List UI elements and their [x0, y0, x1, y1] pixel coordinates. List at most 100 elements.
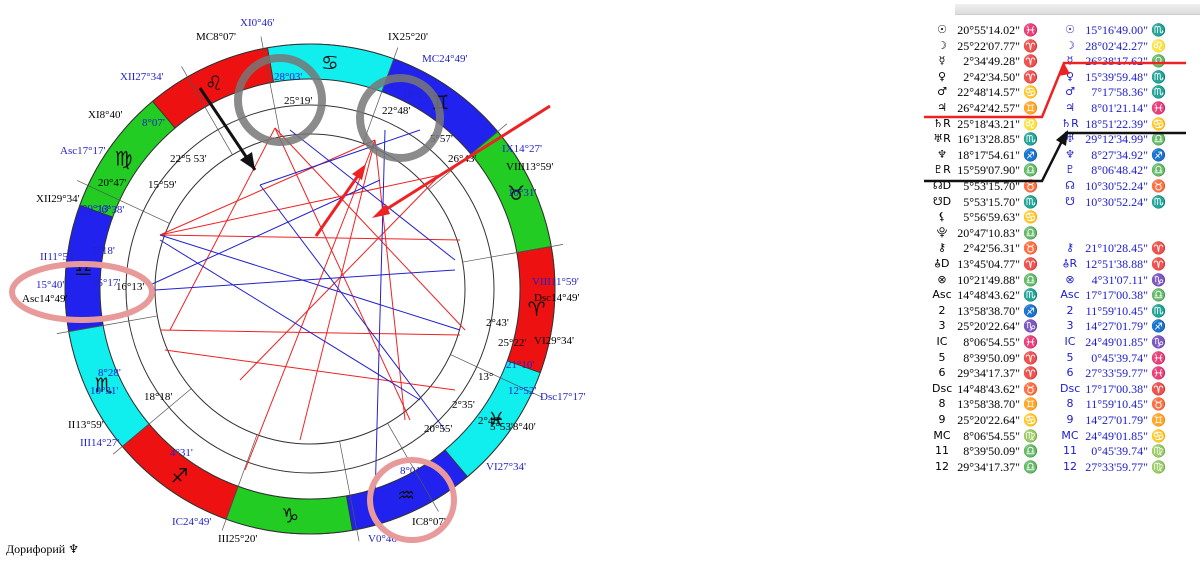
house-cusp-label: Dsc17°17'	[540, 391, 586, 403]
position-value: 11°59'10.45" ♉	[1085, 397, 1166, 412]
house-cusp-label: II13°59'	[68, 419, 104, 431]
aspect-line	[159, 234, 461, 331]
position-value: 2°34'49.28" ♈	[963, 54, 1038, 69]
house-cusp-label: IX25°20'	[388, 31, 428, 43]
position-value: 25°18'43.21" ♌	[957, 116, 1038, 131]
body-symbol: ♅	[1065, 132, 1075, 146]
body-symbol: ⚷	[1065, 241, 1075, 255]
position-value: 5°56'59.63" ♋	[963, 210, 1038, 225]
position-value: 29°34'17.37" ♎	[957, 459, 1038, 474]
house-cusp-label: 5°53'8°40'	[490, 421, 536, 433]
house-cusp-label: XII27°34'	[120, 71, 164, 83]
positions-tables: ☉20°55'14.02" ♓☽25°22'07.77" ♈☿2°34'49.2…	[924, 22, 1194, 492]
planet-position-label: 15°40'	[36, 279, 64, 291]
planet-position-label: 8°07'	[142, 117, 165, 129]
planet-position-label: 8°01'	[400, 465, 423, 477]
body-symbol: ♀	[1065, 69, 1075, 83]
position-value: 24°49'01.85" ♑	[1085, 335, 1166, 349]
aspect-line	[154, 269, 456, 291]
position-row	[1060, 225, 1190, 241]
house-cusp-label: XI8°40'	[88, 109, 123, 121]
position-value: 17°17'00.38" ♎	[1085, 288, 1166, 303]
sign-glyph: ♍	[115, 147, 133, 171]
tab-strip[interactable]	[955, 4, 1200, 15]
house-cusp-label: IC24°49'	[172, 516, 211, 528]
house-cusp-label: II11°59'	[40, 251, 75, 263]
body-symbol: 2	[1066, 303, 1074, 317]
aspect-line	[159, 139, 376, 236]
house-cusp-label: XII29°34'	[36, 193, 80, 205]
position-value: 15°16'49.00" ♏	[1085, 23, 1166, 37]
position-value: 8°39'50.09" ♎	[963, 444, 1038, 459]
position-row: ♀ 2°42'34.50" ♈	[932, 69, 1062, 85]
planet-position-label: 21°10'	[506, 359, 534, 371]
planet-position-label: 2°43'	[478, 415, 501, 427]
sign-glyph: ♑	[281, 504, 299, 528]
position-value: 24°49'01.85" ♋	[1085, 428, 1166, 443]
position-row: ⚷ 21°10'28.45" ♈	[1060, 240, 1190, 256]
position-row: ☊10°30'52.24" ♉	[1060, 178, 1190, 194]
house-cusp-label: MC8°07'	[196, 31, 236, 43]
position-value: 10°21'49.88" ♎	[957, 272, 1038, 287]
aspect-line	[299, 139, 376, 441]
body-symbol: ♆	[937, 147, 947, 161]
astrology-chart-wheel: ♈♉♊♋♌♍♎♏♐♑♒♓ MC8°07'XI0°46'IX25°20'MC24°…	[9, 17, 586, 545]
position-value: 13°58'38.70" ♊	[957, 397, 1038, 412]
position-value: 16°13'28.85" ♏	[957, 132, 1038, 147]
body-symbol: ☉	[937, 23, 947, 36]
position-row: ♆18°17'54.61" ♐	[932, 147, 1062, 163]
body-symbol: ☽	[1065, 38, 1075, 52]
position-value: 2°42'56.31" ♉	[963, 241, 1038, 256]
aspect-line	[244, 139, 376, 471]
position-value: 4°31'07.11" ♑	[1091, 272, 1166, 287]
body-symbol: ☿	[1066, 54, 1074, 68]
aspect-line	[164, 349, 456, 391]
body-symbol: ⯓	[936, 225, 948, 239]
body-symbol: 6	[938, 366, 946, 380]
house-cusp-label: VIII13°59'	[506, 161, 553, 173]
sign-glyph: ♐	[171, 463, 189, 487]
body-symbol: ♂	[1065, 85, 1075, 99]
planet-position-label: 18°51'	[402, 89, 430, 101]
gray-highlight-circle	[356, 74, 444, 162]
body-symbol: ♀	[937, 69, 947, 83]
body-symbol: ☿	[938, 54, 946, 68]
body-symbol: ♃	[1065, 101, 1075, 114]
aspect-line	[374, 139, 406, 421]
planet-position-label: 16°13'	[116, 281, 144, 293]
house-cusp-label: Dsc14°49'	[534, 292, 580, 304]
position-value: 21°10'28.45" ♈	[1085, 241, 1166, 256]
house-cusp-line	[76, 180, 170, 224]
body-symbol: ☋	[1065, 194, 1075, 208]
body-symbol: ⯗R	[1062, 257, 1078, 270]
position-value: 2°42'34.50" ♈	[963, 69, 1038, 84]
position-row: 9 25°20'22.64" ♋	[932, 412, 1062, 428]
position-row: ⯓ 20°47'10.83" ♎	[932, 225, 1062, 241]
house-cusp-line	[56, 315, 158, 334]
position-value: 25°20'22.64" ♋	[957, 413, 1038, 427]
planet-position-label: 25°22'	[498, 337, 526, 349]
position-row: ♃8°01'21.14" ♓	[1060, 100, 1190, 116]
planet-position-label: 12°52'	[508, 385, 536, 397]
body-symbol: ⊗	[937, 272, 947, 286]
position-row: ⚷2°42'56.31" ♉	[932, 240, 1062, 256]
body-symbol: 9	[938, 413, 946, 426]
red-arrow	[314, 169, 364, 237]
position-value: 20°47'10.83" ♎	[957, 225, 1038, 240]
body-symbol: 11	[935, 444, 949, 458]
position-value: 20°55'14.02" ♓	[957, 23, 1038, 37]
inner-ring	[99, 78, 521, 500]
